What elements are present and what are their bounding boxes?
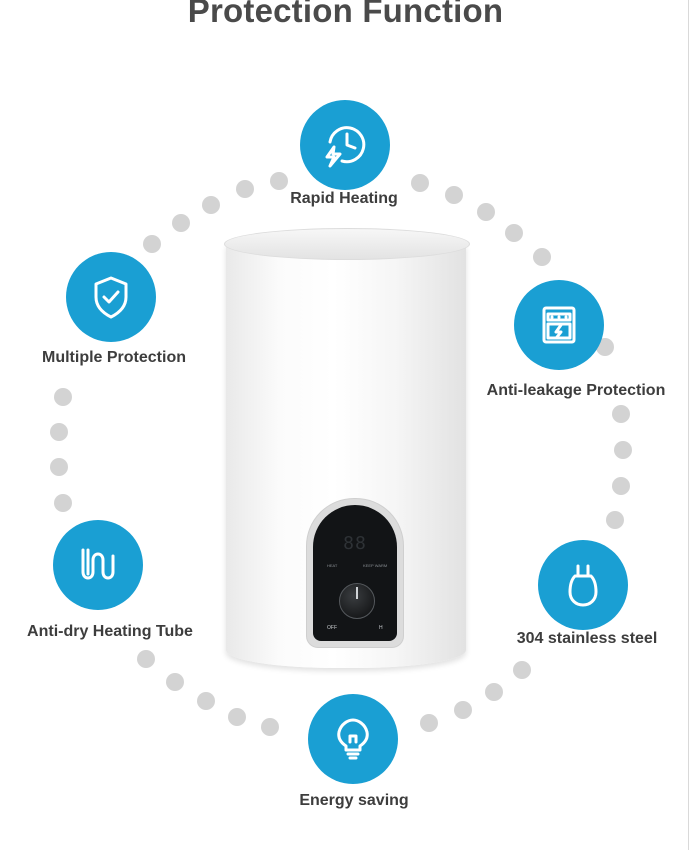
control-panel: 88 HEAT KEEP WARM OFF H	[306, 498, 404, 648]
feature-label-anti-leakage-protection: Anti-leakage Protection	[486, 382, 666, 399]
digital-display: 88	[343, 533, 367, 554]
shield-check-icon	[66, 252, 156, 342]
panel-indicator-right: KEEP WARM	[363, 563, 388, 568]
feature-label-multiple-protection: Multiple Protection	[42, 349, 186, 366]
feature-label-rapid-heating: Rapid Heating	[290, 190, 398, 207]
clock-lightning-icon	[300, 100, 390, 190]
page-title: Protection Function	[187, 0, 504, 29]
feature-label-anti-dry-heating-tube: Anti-dry Heating Tube	[27, 623, 193, 640]
leakage-panel-icon	[514, 280, 604, 370]
heater-top-cap	[224, 228, 470, 260]
knob-off-label: OFF	[327, 625, 337, 631]
panel-indicator-left: HEAT	[327, 563, 338, 568]
right-edge-line	[688, 0, 689, 850]
temperature-knob	[339, 583, 375, 619]
feature-label-304-stainless-steel: 304 stainless steel	[516, 630, 658, 647]
lightbulb-icon	[308, 694, 398, 784]
feature-label-energy-saving: Energy saving	[299, 792, 409, 809]
steel-tank-icon	[538, 540, 628, 630]
water-heater-image: 88 HEAT KEEP WARM OFF H	[222, 228, 470, 680]
heating-tube-icon	[53, 520, 143, 610]
knob-high-label: H	[379, 625, 383, 631]
